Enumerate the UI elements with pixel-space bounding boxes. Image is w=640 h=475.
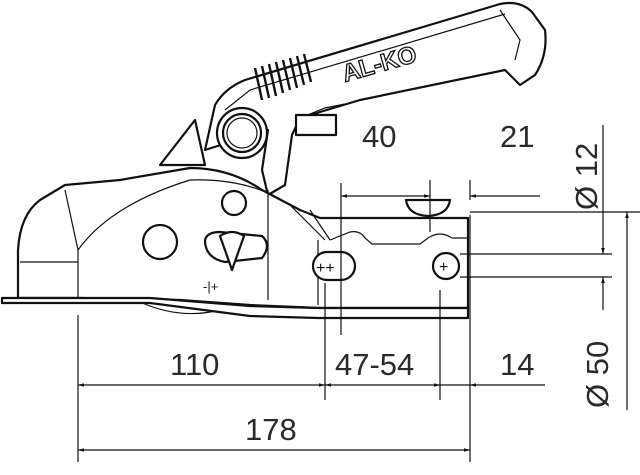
grip-ribs: [253, 53, 313, 101]
hole-marks-left: ++: [316, 260, 335, 277]
dim-21: 21: [500, 119, 534, 154]
dim-47-54: 47-54: [335, 347, 414, 382]
slot-hole: [311, 250, 357, 282]
hole-marks-right: +: [439, 259, 448, 276]
pivot-bolt: [215, 106, 269, 160]
adjust-marks: -|+: [203, 279, 218, 294]
dimension-lines: [78, 125, 629, 452]
dim-diameter-50: Ø 50: [580, 341, 615, 408]
round-hole: [431, 251, 461, 281]
handle: AL-KO: [158, 1, 547, 197]
base-plate: [0, 296, 470, 320]
coupling-housing: -|+: [16, 166, 470, 315]
bolt-holes: ++ +: [311, 250, 461, 282]
dim-diameter-12: Ø 12: [569, 143, 604, 210]
extension-lines: [77, 180, 640, 462]
dim-178: 178: [245, 412, 297, 447]
dimension-labels: 40 21 110 47-54 14 178 Ø 12 Ø 50: [170, 119, 615, 447]
dim-40: 40: [362, 119, 396, 154]
wear-indicator: -|+: [203, 230, 269, 294]
dim-14: 14: [500, 347, 534, 382]
dim-110: 110: [170, 347, 219, 382]
